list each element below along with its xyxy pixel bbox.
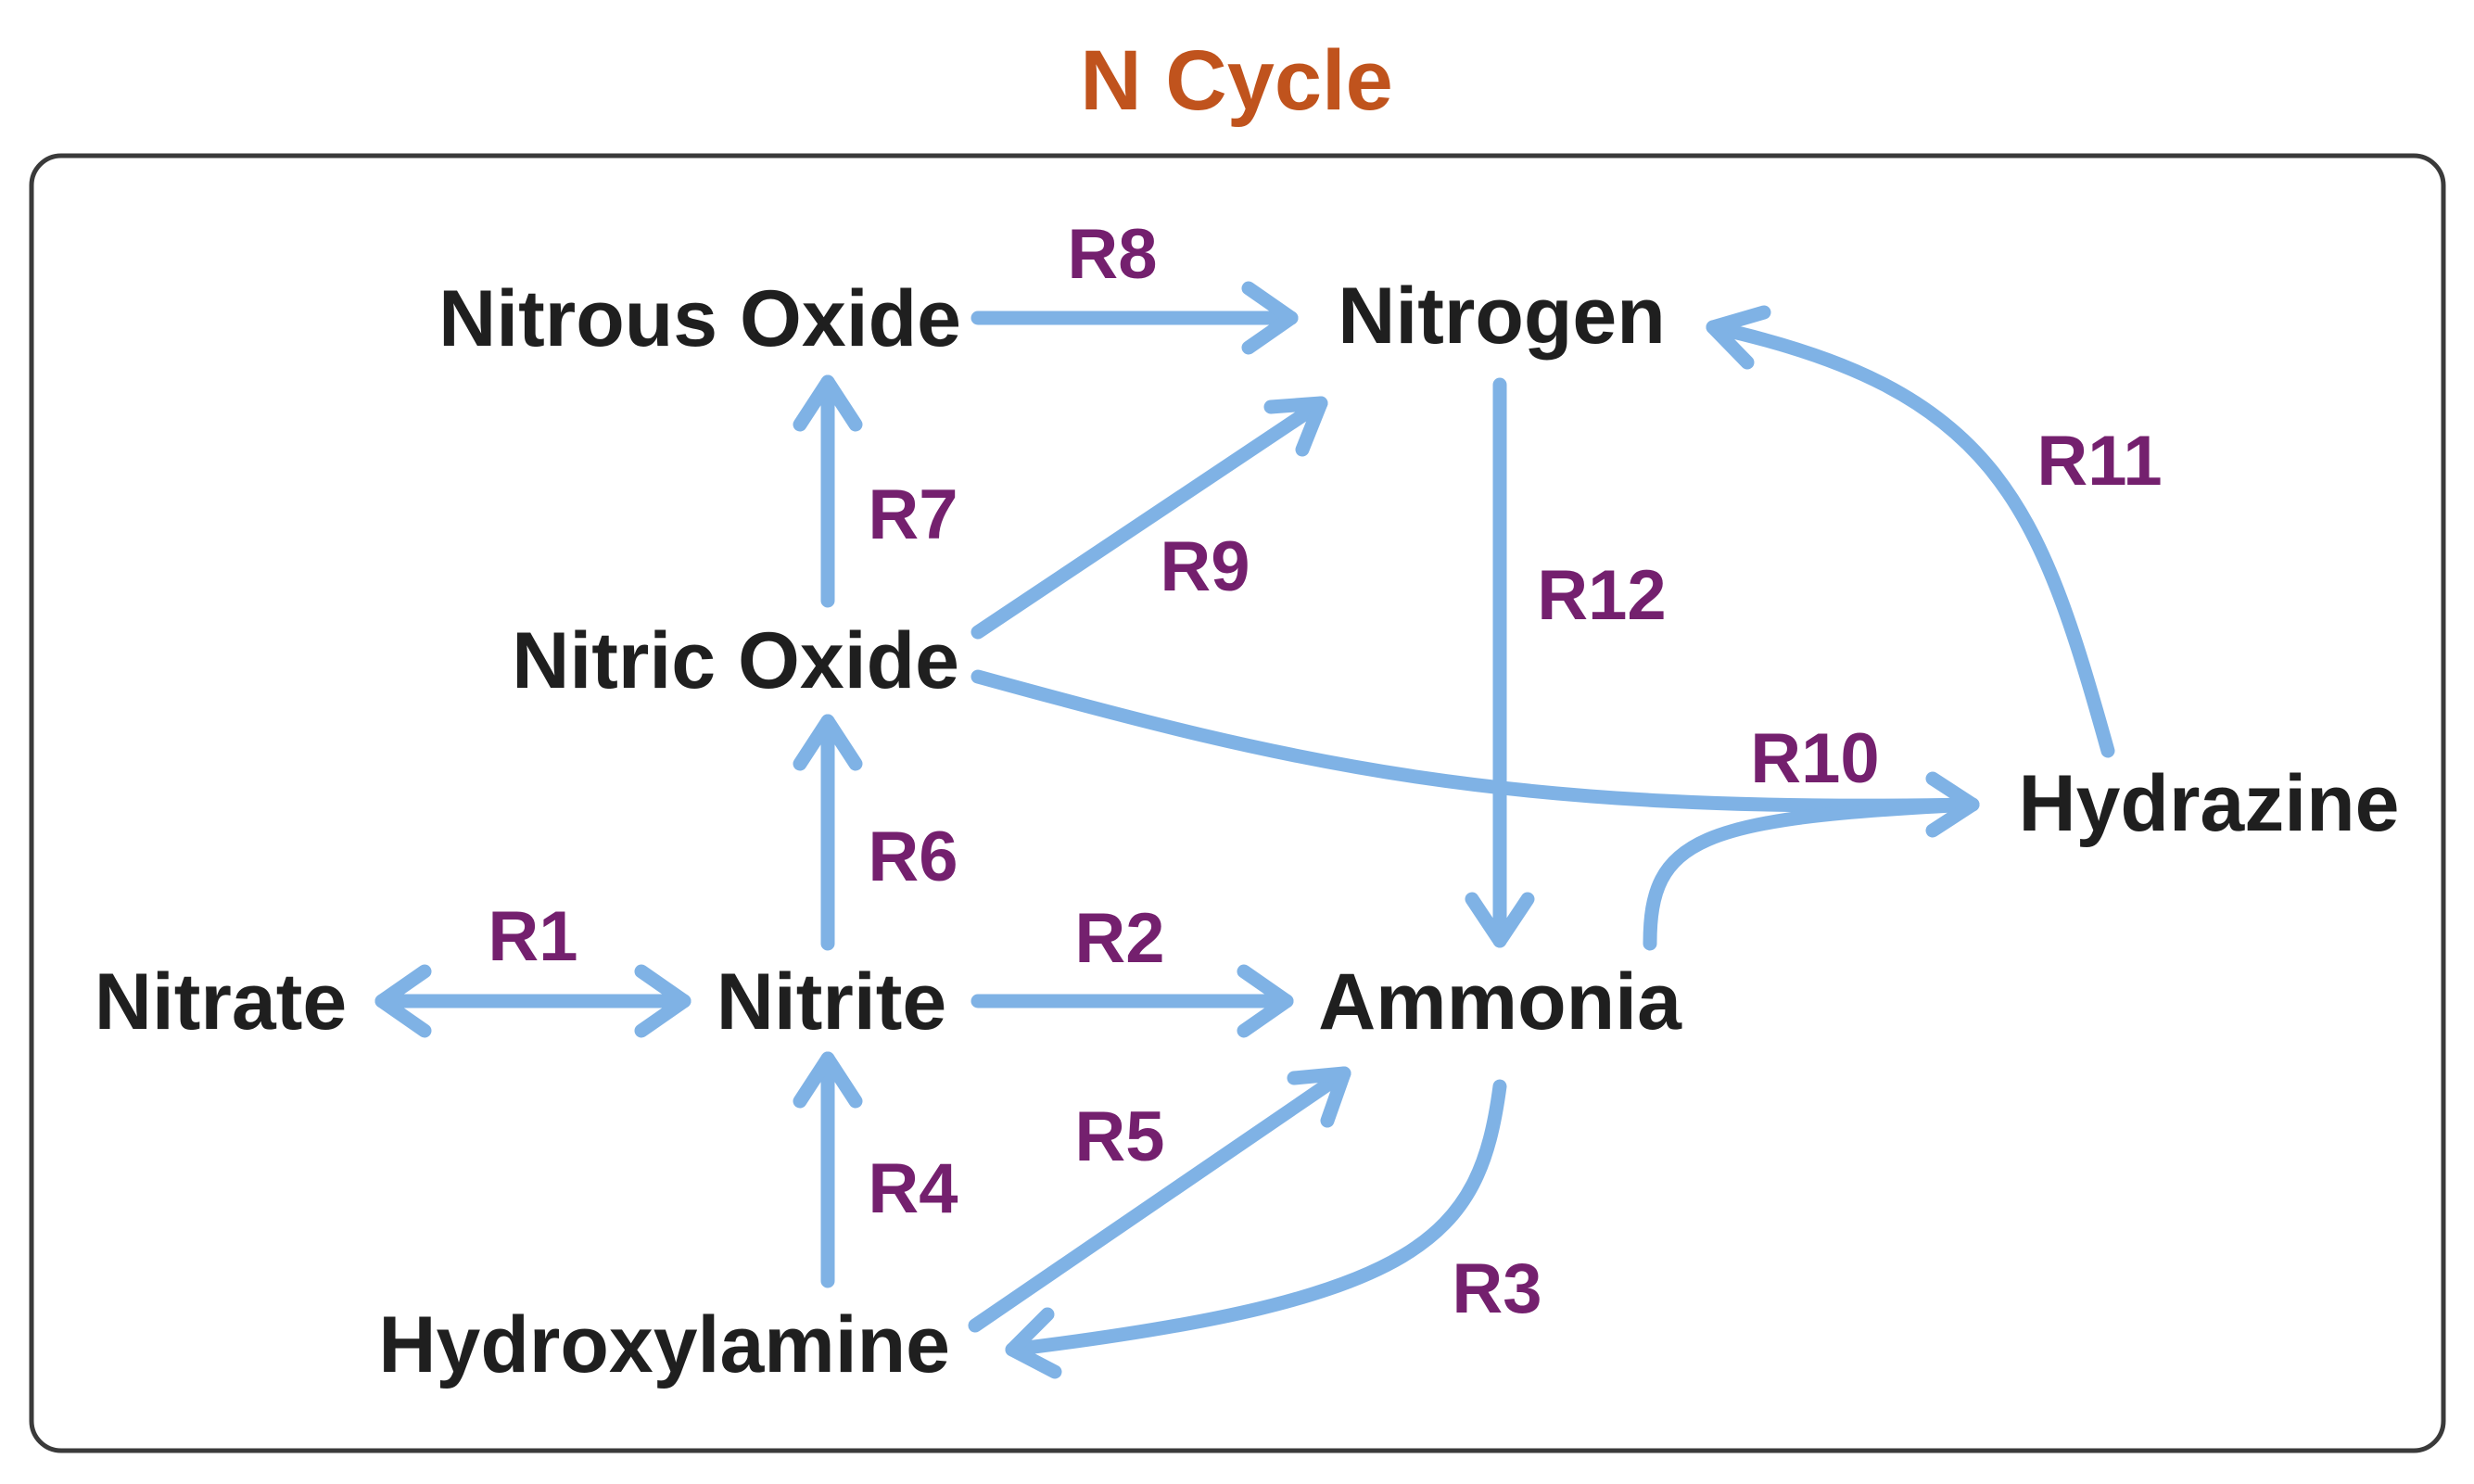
label-r7: R7	[868, 476, 958, 554]
label-r3: R3	[1452, 1249, 1541, 1328]
diagram-title: N Cycle	[1080, 33, 1393, 128]
arrowhead-r12	[1465, 892, 1535, 948]
label-r5: R5	[1074, 1097, 1164, 1176]
label-r12: R12	[1537, 556, 1666, 635]
reaction-arrows	[374, 281, 2115, 1379]
label-r4: R4	[868, 1149, 958, 1228]
diagram-frame	[29, 153, 2446, 1453]
label-r8: R8	[1067, 215, 1157, 294]
node-nitrate: Nitrate	[95, 958, 347, 1046]
node-nitrous-oxide: Nitrous Oxide	[438, 274, 961, 363]
arrowhead-r4	[793, 1051, 863, 1109]
arrowhead-r2	[1237, 964, 1294, 1038]
edge-r10-from-nitric-oxide	[971, 669, 1980, 813]
arrowhead-r1-right	[634, 964, 691, 1038]
reaction-labels: R1 R2 R3 R4 R5 R6 R7 R8 R9 R10 R11 R12	[488, 215, 2162, 1328]
label-r10: R10	[1750, 719, 1879, 798]
node-hydroxylamine: Hydroxylamine	[378, 1300, 950, 1389]
arrowhead-r9	[1263, 396, 1328, 457]
edge-r11	[1706, 320, 2115, 758]
arrowhead-r3	[1005, 1307, 1062, 1379]
edge-r9	[971, 396, 1328, 640]
label-r11: R11	[2036, 422, 2162, 501]
node-ammonia: Ammonia	[1318, 958, 1682, 1046]
label-r1: R1	[488, 897, 577, 976]
edge-r5	[968, 1066, 1351, 1333]
node-nitrogen: Nitrogen	[1338, 272, 1666, 361]
species-labels: Nitrous Oxide Nitrogen Nitric Oxide Hydr…	[95, 272, 2400, 1389]
node-nitrite: Nitrite	[717, 958, 946, 1046]
arrowhead-r11	[1706, 305, 1771, 370]
edge-r3	[1005, 1079, 1507, 1357]
label-r9: R9	[1160, 527, 1250, 606]
arrowhead-r7	[793, 374, 863, 432]
arrowhead-r10	[1925, 771, 1980, 838]
arrowhead-r6	[793, 714, 863, 771]
node-nitric-oxide: Nitric Oxide	[512, 616, 959, 705]
arrowhead-r5	[1287, 1066, 1351, 1128]
arrowhead-r1-left	[374, 964, 432, 1038]
arrowhead-r8	[1241, 281, 1299, 355]
label-r6: R6	[868, 818, 958, 896]
node-hydrazine: Hydrazine	[2018, 759, 2399, 848]
edge-r10-from-ammonia	[1643, 797, 1980, 951]
label-r2: R2	[1074, 899, 1164, 978]
